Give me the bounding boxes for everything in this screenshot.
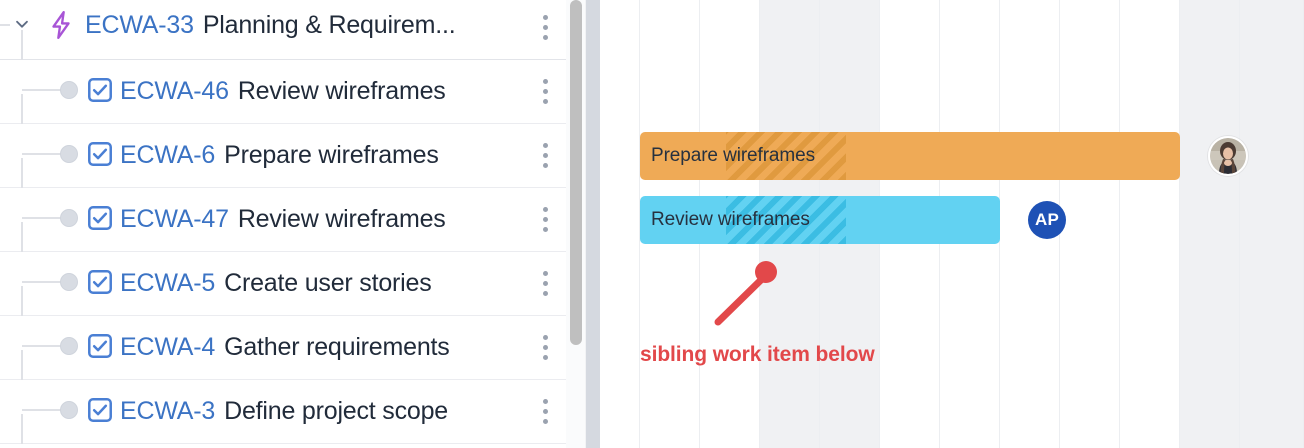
work-item-summary: Prepare wireframes bbox=[224, 141, 439, 169]
assignee-initials-avatar[interactable]: AP bbox=[1028, 201, 1066, 239]
row-menu-icon[interactable] bbox=[532, 395, 558, 429]
tree-branch-line bbox=[0, 24, 10, 26]
panel-divider-inner bbox=[600, 0, 606, 448]
gantt-row: Prepare wireframes bbox=[606, 124, 1304, 188]
tree-spine bbox=[21, 222, 23, 252]
tree-spine bbox=[21, 94, 23, 124]
tree-branch-line bbox=[22, 281, 64, 283]
row-menu-icon[interactable] bbox=[532, 75, 558, 109]
tree-node-dot bbox=[60, 401, 78, 419]
tree-spine bbox=[21, 158, 23, 188]
tree-branch-line bbox=[22, 409, 64, 411]
tree-node-dot bbox=[60, 209, 78, 227]
work-item-summary: Gather requirements bbox=[224, 333, 450, 361]
row-menu-icon[interactable] bbox=[532, 139, 558, 173]
task-checkbox-icon bbox=[86, 204, 114, 232]
work-item-summary: Create user stories bbox=[224, 269, 432, 297]
work-item-summary: Planning & Requirem... bbox=[202, 11, 456, 39]
gantt-row bbox=[606, 0, 1304, 60]
work-item-key[interactable]: ECWA-3 bbox=[120, 397, 216, 425]
table-row[interactable]: ECWA-47 Review wireframes bbox=[0, 188, 566, 252]
gantt-row bbox=[606, 252, 1304, 316]
row-menu-icon[interactable] bbox=[532, 203, 558, 237]
work-item-key[interactable]: ECWA-5 bbox=[120, 269, 216, 297]
row-menu-icon[interactable] bbox=[532, 11, 558, 45]
vertical-scrollbar-track[interactable] bbox=[566, 0, 586, 448]
tree-spine bbox=[21, 286, 23, 316]
tree-branch-line bbox=[22, 217, 64, 219]
work-item-summary: Define project scope bbox=[224, 397, 449, 425]
gantt-column-day bbox=[1120, 0, 1180, 448]
work-item-key[interactable]: ECWA-6 bbox=[120, 141, 216, 169]
epic-lightning-icon bbox=[47, 9, 75, 41]
table-row[interactable]: ECWA-6 Prepare wireframes bbox=[0, 124, 566, 188]
tree-spine bbox=[21, 350, 23, 380]
table-row[interactable]: ECWA-5 Create user stories bbox=[0, 252, 566, 316]
tree-node-dot bbox=[60, 273, 78, 291]
gantt-column-day bbox=[1060, 0, 1120, 448]
tree-node-dot bbox=[60, 81, 78, 99]
task-checkbox-icon bbox=[86, 268, 114, 296]
panel-divider bbox=[586, 0, 600, 448]
expand-collapse-chevron-icon[interactable] bbox=[12, 14, 32, 34]
task-checkbox-icon bbox=[86, 396, 114, 424]
gantt-bar-nonworking-stripe bbox=[726, 132, 846, 180]
work-item-summary: Review wireframes bbox=[237, 205, 446, 233]
tree-node-dot bbox=[60, 145, 78, 163]
tree-spine bbox=[21, 414, 23, 444]
row-menu-icon[interactable] bbox=[532, 331, 558, 365]
gantt-bar-label: Prepare wireframes bbox=[651, 145, 815, 166]
table-row[interactable]: ECWA-46 Review wireframes bbox=[0, 60, 566, 124]
row-menu-icon[interactable] bbox=[532, 267, 558, 301]
work-item-key[interactable]: ECWA-46 bbox=[120, 77, 229, 105]
table-row-epic[interactable]: ECWA-33 Planning & Requirem... bbox=[0, 0, 566, 60]
assignee-photo-avatar[interactable] bbox=[1208, 136, 1248, 176]
tree-node-dot bbox=[60, 337, 78, 355]
gantt-row bbox=[606, 380, 1304, 444]
work-item-key[interactable]: ECWA-4 bbox=[120, 333, 216, 361]
task-checkbox-icon bbox=[86, 332, 114, 360]
gantt-bar-label: Review wireframes bbox=[651, 209, 810, 230]
work-item-summary: Review wireframes bbox=[237, 77, 446, 105]
tree-branch-line bbox=[22, 153, 64, 155]
work-item-key[interactable]: ECWA-33 bbox=[85, 11, 194, 39]
table-row[interactable]: ECWA-4 Gather requirements bbox=[0, 316, 566, 380]
task-checkbox-icon bbox=[86, 140, 114, 168]
gantt-column-day bbox=[606, 0, 640, 448]
annotation-label: sibling work item below bbox=[640, 343, 875, 366]
gantt-bar[interactable]: Review wireframes bbox=[640, 196, 1000, 244]
task-checkbox-icon bbox=[86, 76, 114, 104]
gantt-column-weekend bbox=[1240, 0, 1304, 448]
gantt-column-weekend bbox=[1180, 0, 1240, 448]
gantt-bar-nonworking-stripe bbox=[726, 196, 846, 244]
gantt-row: Review wireframes AP bbox=[606, 188, 1304, 252]
tree-branch-line bbox=[22, 89, 64, 91]
gantt-row bbox=[606, 60, 1304, 124]
tree-branch-line bbox=[22, 345, 64, 347]
work-item-key[interactable]: ECWA-47 bbox=[120, 205, 229, 233]
tree-spine bbox=[21, 30, 23, 60]
vertical-scrollbar-thumb[interactable] bbox=[570, 0, 582, 345]
table-row[interactable]: ECWA-3 Define project scope bbox=[0, 380, 566, 444]
gantt-bar[interactable]: Prepare wireframes bbox=[640, 132, 1180, 180]
